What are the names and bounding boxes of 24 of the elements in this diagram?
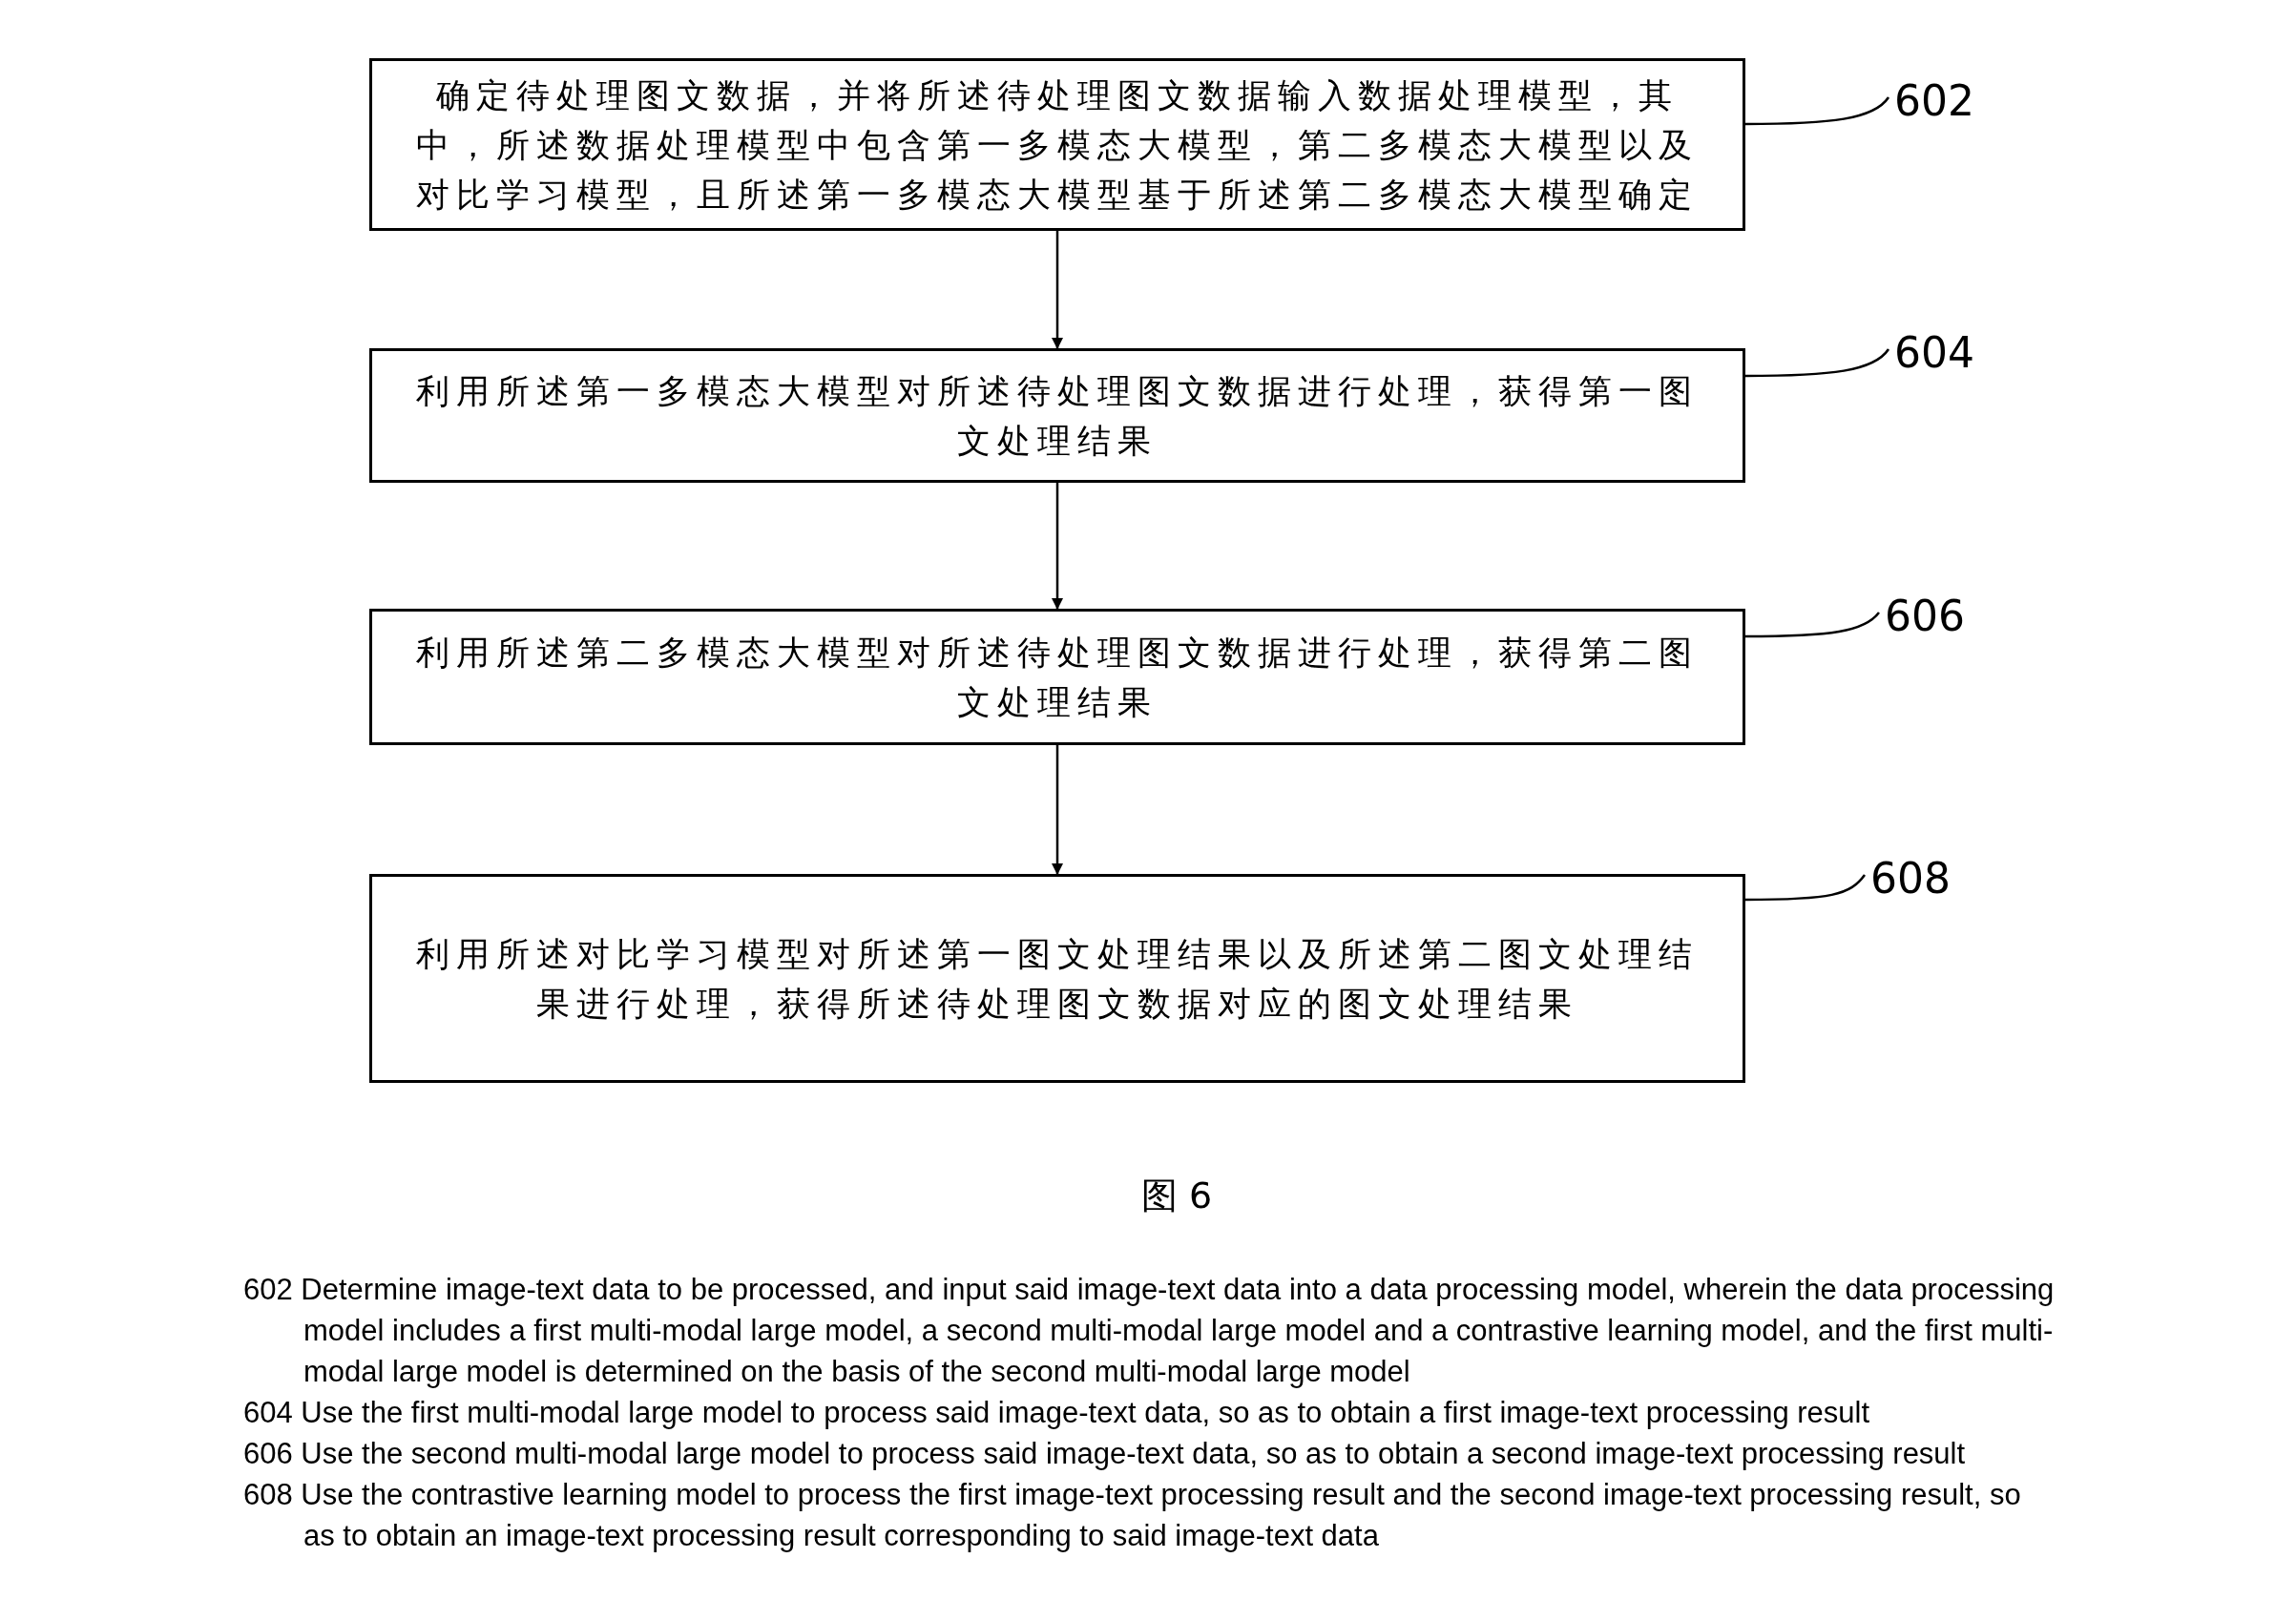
process-box: [369, 874, 1745, 1083]
leader-line: [1745, 348, 1889, 378]
leader-line: [1745, 874, 1866, 902]
arrow: [1052, 231, 1063, 349]
reference-number: 604: [1894, 326, 1974, 380]
arrow: [1052, 745, 1063, 875]
reference-number: 606: [1885, 590, 1965, 643]
step-description: 608 Use the contrastive learning model to process the first image-text processing result and the second image-text processing result, so as to obtain an image-text processing result corresponding to said image-text data: [243, 1477, 2022, 1554]
step-text: 利用所述对比学习模型对所述第一图文处理结果以及所述第二图文处理结果进行处理，获得所述待处理图文数据对应的图文处理结果: [415, 933, 1700, 1025]
step-description: 606 Use the second multi-modal large model to process said image-text data, so as to obtain a second image-text processing result: [243, 1436, 1967, 1472]
reference-number: 608: [1870, 852, 1951, 905]
reference-number: 602: [1894, 74, 1974, 128]
process-box: [369, 58, 1745, 231]
step-text: 利用所述第一多模态大模型对所述待处理图文数据进行处理，获得第一图文处理结果: [415, 370, 1700, 462]
leader-line: [1745, 612, 1880, 638]
step-text: 确定待处理图文数据，并将所述待处理图文数据输入数据处理模型，其中，所述数据处理模型中包含第一多模态大模型，第二多模态大模型以及对比学习模型，且所述第一多模态大模型基于所述第二多模态大模型确定: [415, 74, 1700, 216]
step-description: 602 Determine image-text data to be processed, and input said image-text data into a data processing model, wherein the data processing model includes a first multi-modal large model, a second multi-modal large model and a contrastive learning model, and the first multi-modal large model is determined on the basis of the second multi-modal large model: [243, 1272, 2056, 1390]
step-text: 利用所述第二多模态大模型对所述待处理图文数据进行处理，获得第二图文处理结果: [415, 632, 1700, 723]
process-box: [369, 348, 1745, 483]
figure-caption: 图 6: [1141, 1174, 1213, 1218]
arrow: [1052, 483, 1063, 610]
leader-line: [1745, 96, 1889, 126]
process-box: [369, 609, 1745, 745]
step-description: 604 Use the first multi-modal large model to process said image-text data, so as to obtain a first image-text processing result: [243, 1395, 1871, 1431]
